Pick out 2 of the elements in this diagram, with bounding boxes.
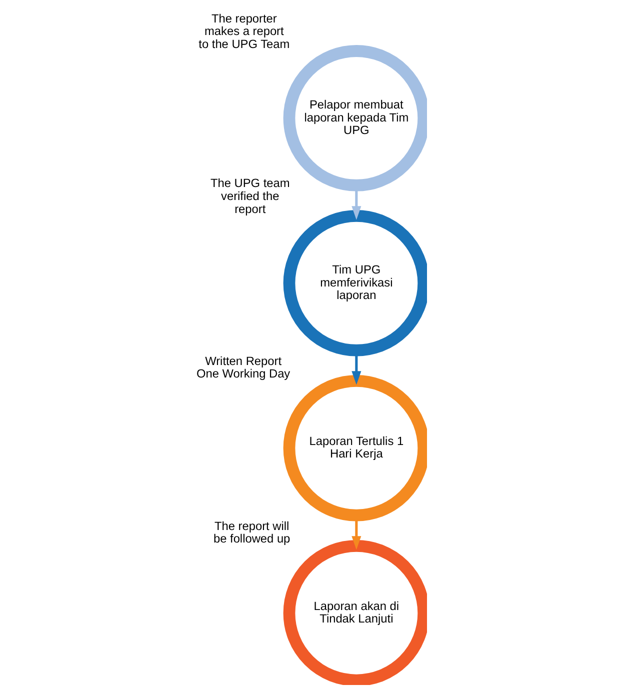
node-label: The reporter makes a report to the UPG Team [198,11,290,51]
node-circle: Tim UPG memferivikasi laporan [283,210,427,356]
